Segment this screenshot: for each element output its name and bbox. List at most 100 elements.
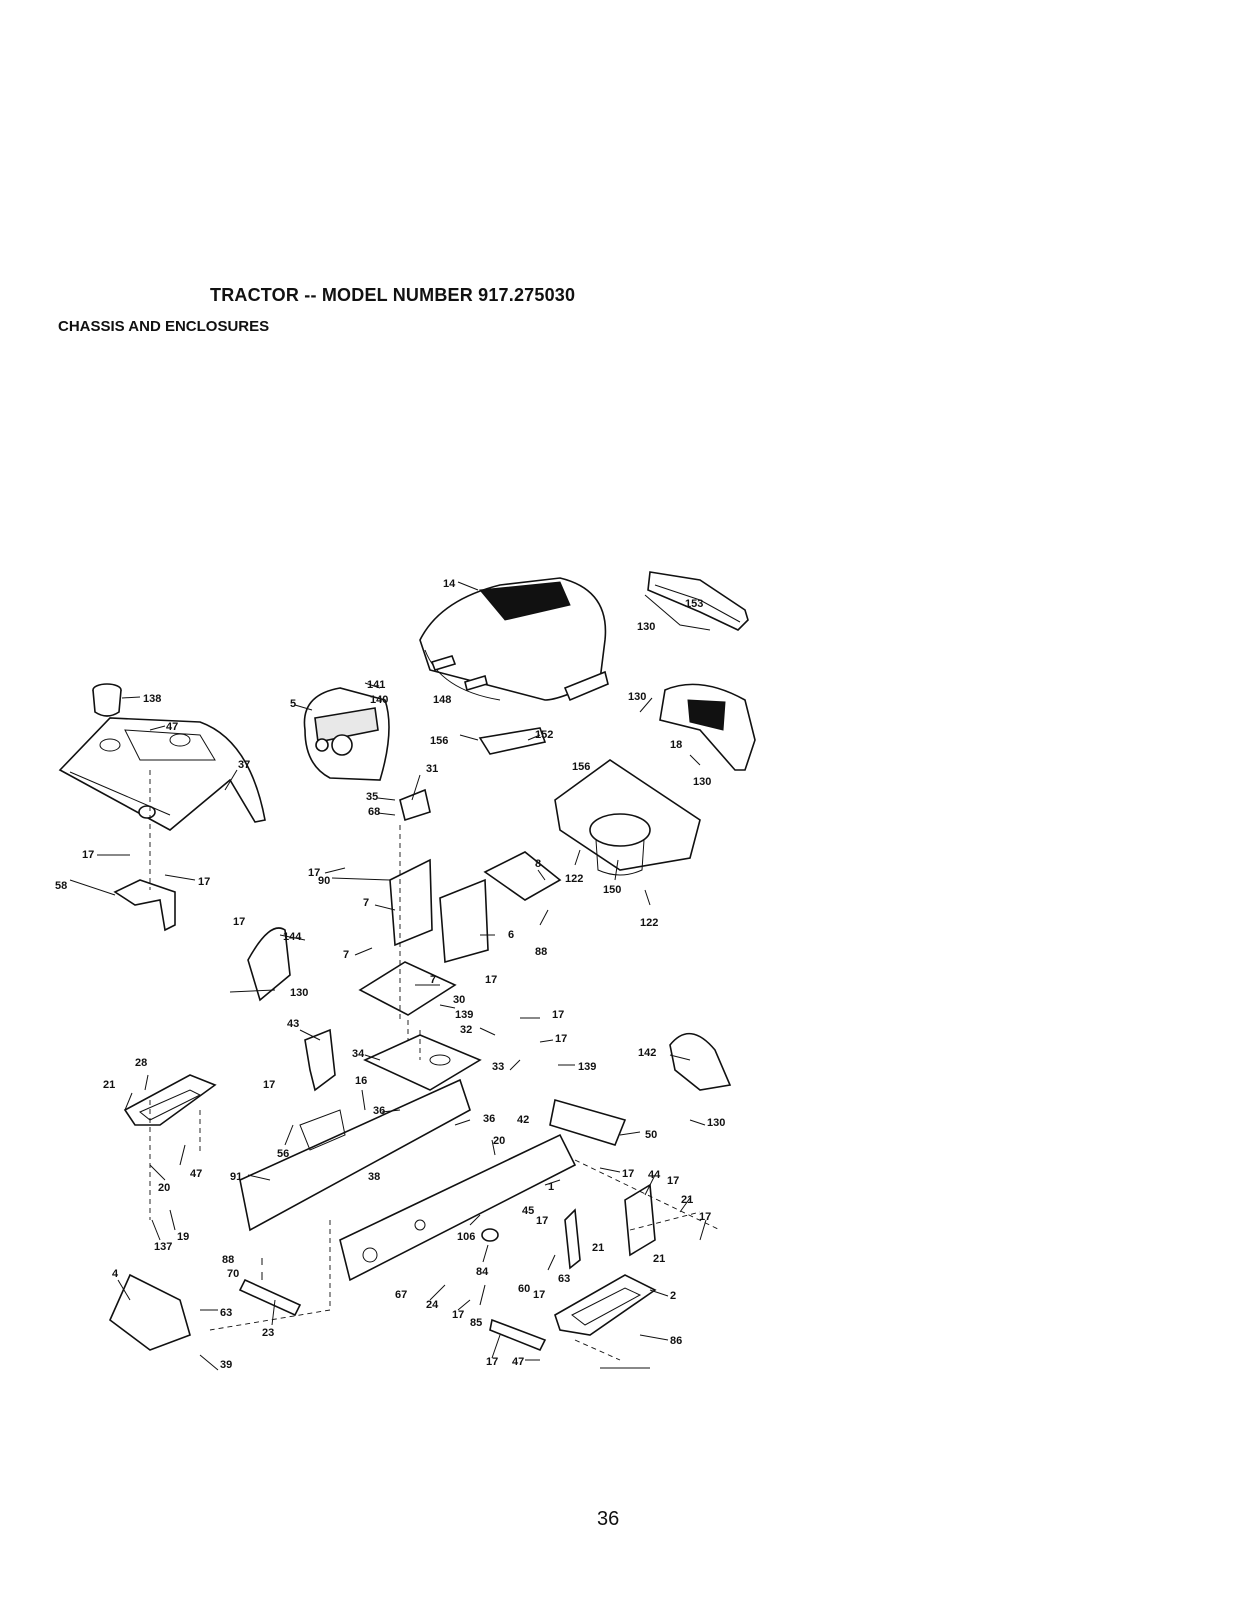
callout: 84 [476, 1266, 489, 1278]
callout: 67 [395, 1289, 407, 1301]
grille-part [659, 683, 756, 771]
callout: 28 [135, 1057, 147, 1069]
callout: 68 [368, 806, 380, 818]
hood-bracket-part [247, 927, 291, 1002]
callout: 36 [373, 1105, 385, 1117]
callout: 88 [222, 1254, 234, 1266]
callout: 152 [535, 729, 553, 741]
seat-plate-part [363, 1034, 482, 1091]
callout: 20 [493, 1135, 505, 1147]
callout: 7 [430, 974, 436, 986]
callout: 17 [555, 1033, 567, 1045]
callout: 32 [460, 1024, 472, 1036]
fuel-cap-part [92, 683, 122, 717]
callout: 63 [220, 1307, 232, 1319]
callout: 44 [648, 1169, 661, 1181]
callout: 141 [367, 679, 385, 691]
callout: 17 [533, 1289, 545, 1301]
callout: 58 [55, 880, 67, 892]
callout: 106 [457, 1231, 475, 1243]
callout: 17 [485, 974, 497, 986]
callout: 37 [238, 759, 250, 771]
callout: 17 [699, 1211, 711, 1223]
tank-cover-part [58, 717, 266, 831]
callout: 47 [512, 1356, 524, 1368]
front-plate-part [109, 1273, 191, 1351]
callout: 85 [470, 1317, 482, 1329]
callout: 17 [536, 1215, 548, 1227]
callout: 148 [433, 694, 451, 706]
battery-box-part [554, 759, 701, 876]
callout: 33 [492, 1061, 504, 1073]
hood-part [419, 577, 609, 702]
tank-bracket-part [113, 879, 176, 932]
page-title: TRACTOR -- MODEL NUMBER 917.275030 [210, 285, 576, 305]
grille-top-part [647, 571, 749, 631]
callout: 139 [455, 1009, 473, 1021]
callout: 156 [572, 761, 590, 773]
callout: 20 [158, 1182, 170, 1194]
bracket-84-part [564, 1208, 581, 1270]
callout: 130 [707, 1117, 725, 1129]
callout: 21 [103, 1079, 115, 1091]
callout: 17 [233, 916, 245, 928]
callout: 42 [517, 1114, 529, 1126]
right-bracket-part [669, 1032, 732, 1091]
callout: 90 [318, 875, 330, 887]
bracket-39-part [489, 1318, 547, 1352]
callout: 8 [535, 858, 541, 870]
left-footrest-part [123, 1074, 217, 1126]
callout: 7 [343, 949, 349, 961]
left-frame-part [239, 1078, 471, 1232]
callout: 91 [230, 1171, 242, 1183]
callout: 16 [355, 1075, 367, 1087]
callout: 39 [220, 1359, 232, 1371]
callout: 2 [670, 1290, 676, 1302]
bar-85-part [238, 1278, 302, 1317]
callout: 130 [693, 776, 711, 788]
bracket-44-part [624, 1183, 656, 1257]
callout: 17 [622, 1168, 634, 1180]
callout-labels: 14 153 130 141 140 148 5 138 47 37 156 1… [55, 578, 725, 1371]
right-frame-part [339, 1133, 577, 1282]
callout: 130 [628, 691, 646, 703]
callout: 17 [667, 1175, 679, 1187]
dash-panel-part [303, 687, 390, 781]
callout: 35 [366, 791, 378, 803]
callout: 138 [143, 693, 161, 705]
callout: 144 [283, 931, 302, 943]
page-number: 36 [597, 1508, 620, 1530]
callout: 142 [638, 1047, 656, 1059]
callout: 18 [670, 739, 682, 751]
callout: 17 [486, 1356, 498, 1368]
callout: 153 [685, 598, 703, 610]
callout: 7 [363, 897, 369, 909]
callout: 6 [508, 929, 514, 941]
callout: 86 [670, 1335, 682, 1347]
callout: 50 [645, 1129, 657, 1141]
callout: 47 [190, 1168, 202, 1180]
callout: 63 [558, 1273, 570, 1285]
callout: 45 [522, 1205, 534, 1217]
callout: 156 [430, 735, 448, 747]
callout: 17 [198, 876, 210, 888]
callout: 1 [548, 1181, 554, 1193]
callout: 31 [426, 763, 438, 775]
callout: 21 [592, 1242, 604, 1254]
callout: 17 [263, 1079, 275, 1091]
callout: 70 [227, 1268, 239, 1280]
callout: 21 [681, 1194, 693, 1206]
callout: 47 [166, 721, 178, 733]
callout: 19 [177, 1231, 189, 1243]
callout: 17 [308, 867, 320, 879]
callout: 17 [552, 1009, 564, 1021]
callout: 24 [426, 1299, 439, 1311]
callout: 139 [578, 1061, 596, 1073]
callout: 14 [443, 578, 456, 590]
callout: 130 [637, 621, 655, 633]
right-footrest-part [554, 1274, 657, 1336]
callout: 34 [352, 1048, 365, 1060]
callout: 60 [518, 1283, 530, 1295]
steering-support-part [358, 788, 562, 1040]
